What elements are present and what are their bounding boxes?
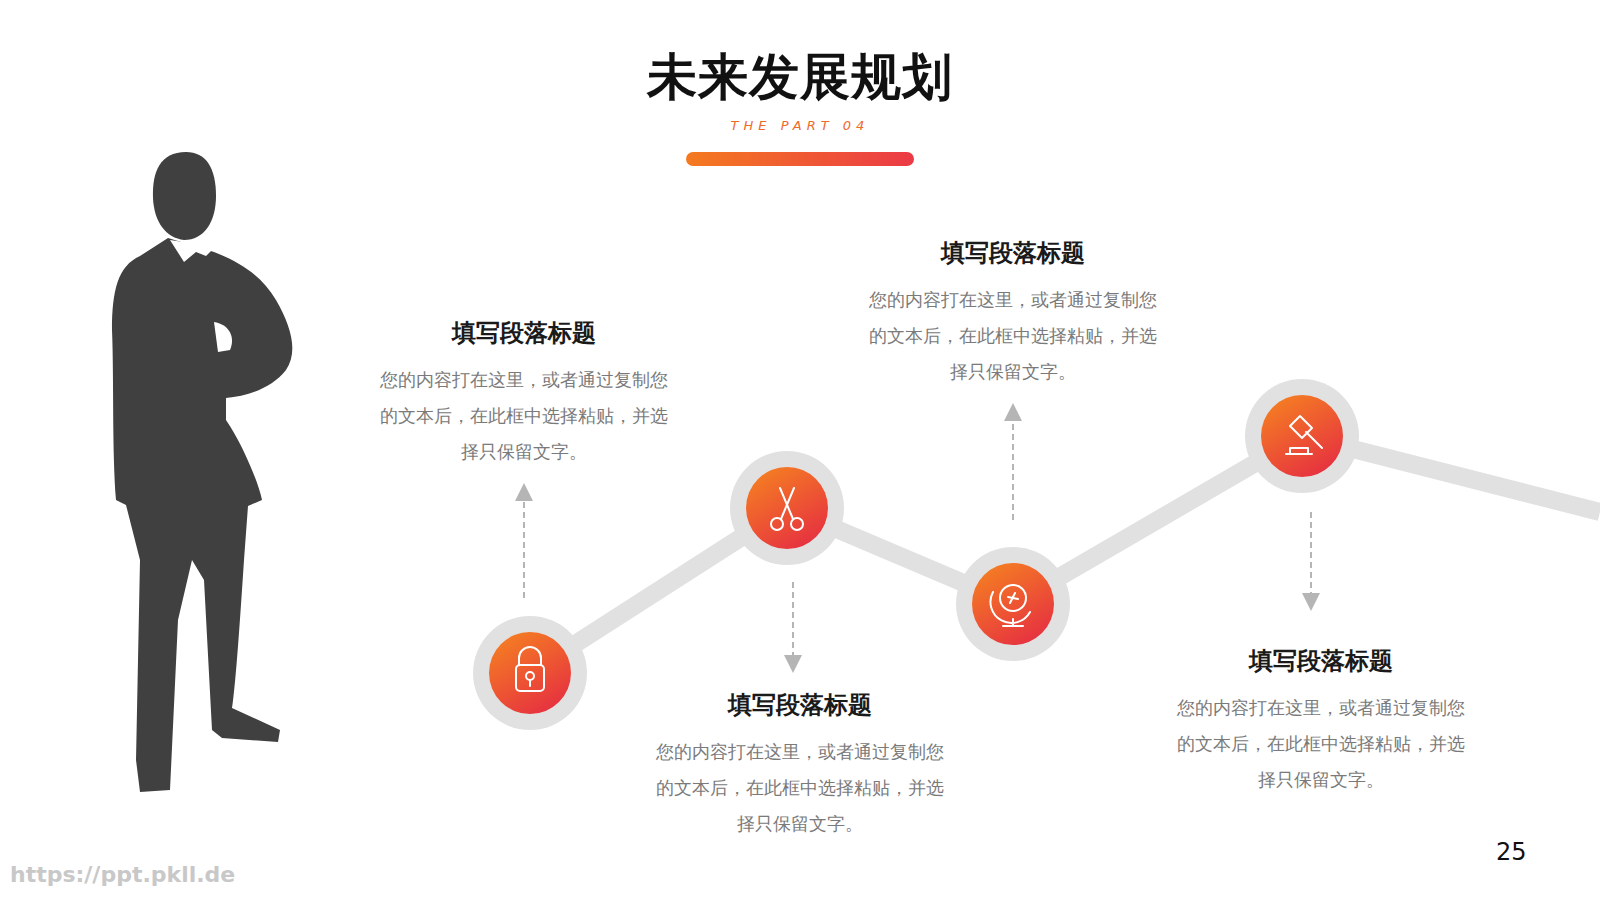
shirt-detail	[170, 240, 232, 352]
block-heading: 填写段落标题	[1171, 644, 1471, 678]
timeline-path	[530, 436, 1600, 673]
block-body: 您的内容打在这里，或者通过复制您的文本后，在此框中选择粘贴，并选择只保留文字。	[863, 282, 1163, 390]
block-body: 您的内容打在这里，或者通过复制您的文本后，在此框中选择粘贴，并选择只保留文字。	[374, 362, 674, 470]
page-number: 25	[1496, 838, 1527, 866]
block-body: 您的内容打在这里，或者通过复制您的文本后，在此框中选择粘贴，并选择只保留文字。	[650, 734, 950, 842]
milestone-circles	[473, 379, 1359, 730]
text-block: 填写段落标题您的内容打在这里，或者通过复制您的文本后，在此框中选择粘贴，并选择只…	[650, 688, 950, 842]
title-bar	[686, 152, 914, 166]
text-block: 填写段落标题您的内容打在这里，或者通过复制您的文本后，在此框中选择粘贴，并选择只…	[863, 236, 1163, 390]
watermark: https://ppt.pkll.de	[10, 862, 235, 887]
slide-title: 未来发展规划	[0, 44, 1600, 111]
block-body: 您的内容打在这里，或者通过复制您的文本后，在此框中选择粘贴，并选择只保留文字。	[1171, 690, 1471, 798]
icons	[516, 416, 1322, 691]
block-heading: 填写段落标题	[374, 316, 674, 350]
text-block: 填写段落标题您的内容打在这里，或者通过复制您的文本后，在此框中选择粘贴，并选择只…	[374, 316, 674, 470]
block-heading: 填写段落标题	[650, 688, 950, 722]
part-subtitle: THE PART 04	[0, 118, 1600, 133]
leader-arrows	[524, 412, 1311, 664]
block-heading: 填写段落标题	[863, 236, 1163, 270]
text-block: 填写段落标题您的内容打在这里，或者通过复制您的文本后，在此框中选择粘贴，并选择只…	[1171, 644, 1471, 798]
businessman-silhouette	[112, 152, 292, 792]
